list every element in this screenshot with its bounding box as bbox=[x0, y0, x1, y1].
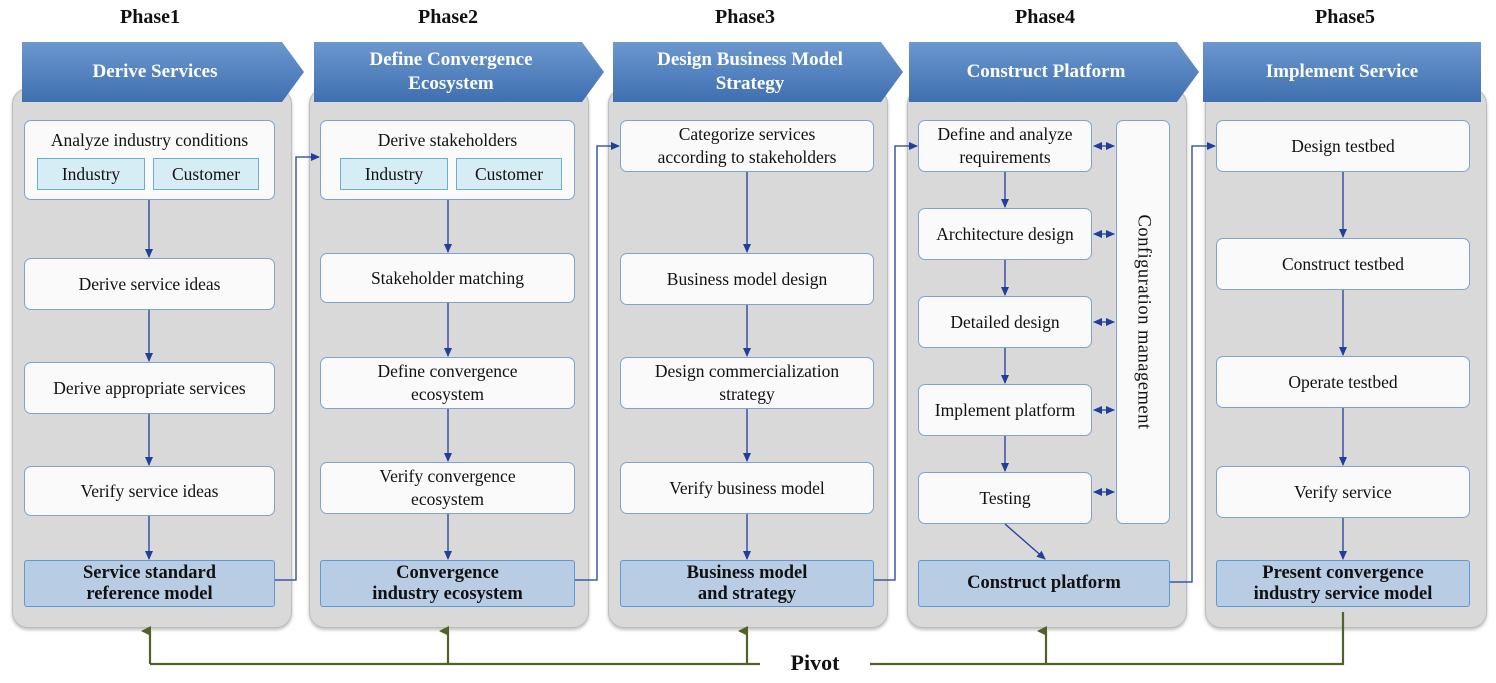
phase4-title: Construct Platform bbox=[966, 61, 1126, 83]
phase5-banner: Implement Service bbox=[1203, 42, 1481, 102]
phase4-label: Phase4 bbox=[1015, 6, 1075, 28]
phase2-label: Phase2 bbox=[418, 6, 478, 28]
p4-implement-box: Implement platform bbox=[918, 384, 1092, 436]
phase4-banner: Construct Platform bbox=[909, 42, 1199, 102]
p5-construct-testbed-box: Construct testbed bbox=[1216, 238, 1470, 290]
phase3-label: Phase3 bbox=[715, 6, 775, 28]
p2-stakeholder-matching-box: Stakeholder matching bbox=[320, 253, 575, 303]
p5-design-testbed-box: Design testbed bbox=[1216, 120, 1470, 172]
p1-derive-ideas-box: Derive service ideas bbox=[24, 258, 275, 310]
p1-industry-chip: Industry bbox=[37, 158, 145, 190]
p3-bm-design-box: Business model design bbox=[620, 253, 874, 305]
phase5-title: Implement Service bbox=[1265, 61, 1419, 83]
p2-industry-chip: Industry bbox=[340, 158, 448, 190]
flow-arrows bbox=[145, 142, 1347, 583]
p5-verify-service-box: Verify service bbox=[1216, 466, 1470, 518]
phase1-label: Phase1 bbox=[120, 6, 180, 28]
p4-testing-box: Testing bbox=[918, 472, 1092, 524]
p4-configuration-management-box: Configuration management bbox=[1116, 120, 1170, 524]
phase1-banner: Derive Services bbox=[22, 42, 304, 102]
p2-customer-chip: Customer bbox=[456, 158, 562, 190]
p3-verify-bm-box: Verify business model bbox=[620, 462, 874, 514]
pivot-label: Pivot bbox=[760, 650, 870, 676]
p4-detailed-design-box: Detailed design bbox=[918, 296, 1092, 348]
configuration-links bbox=[1093, 142, 1115, 496]
pivot-lines bbox=[141, 612, 1345, 666]
p1-derive-appropriate-box: Derive appropriate services bbox=[24, 362, 275, 414]
phase1-title: Derive Services bbox=[92, 61, 218, 83]
p5-operate-testbed-box: Operate testbed bbox=[1216, 356, 1470, 408]
p4-output-box: Construct platform bbox=[918, 560, 1170, 607]
p1-verify-ideas-box: Verify service ideas bbox=[24, 466, 275, 516]
p4-architecture-box: Architecture design bbox=[918, 208, 1092, 260]
phase5-label: Phase5 bbox=[1315, 6, 1375, 28]
p1-customer-chip: Customer bbox=[153, 158, 259, 190]
